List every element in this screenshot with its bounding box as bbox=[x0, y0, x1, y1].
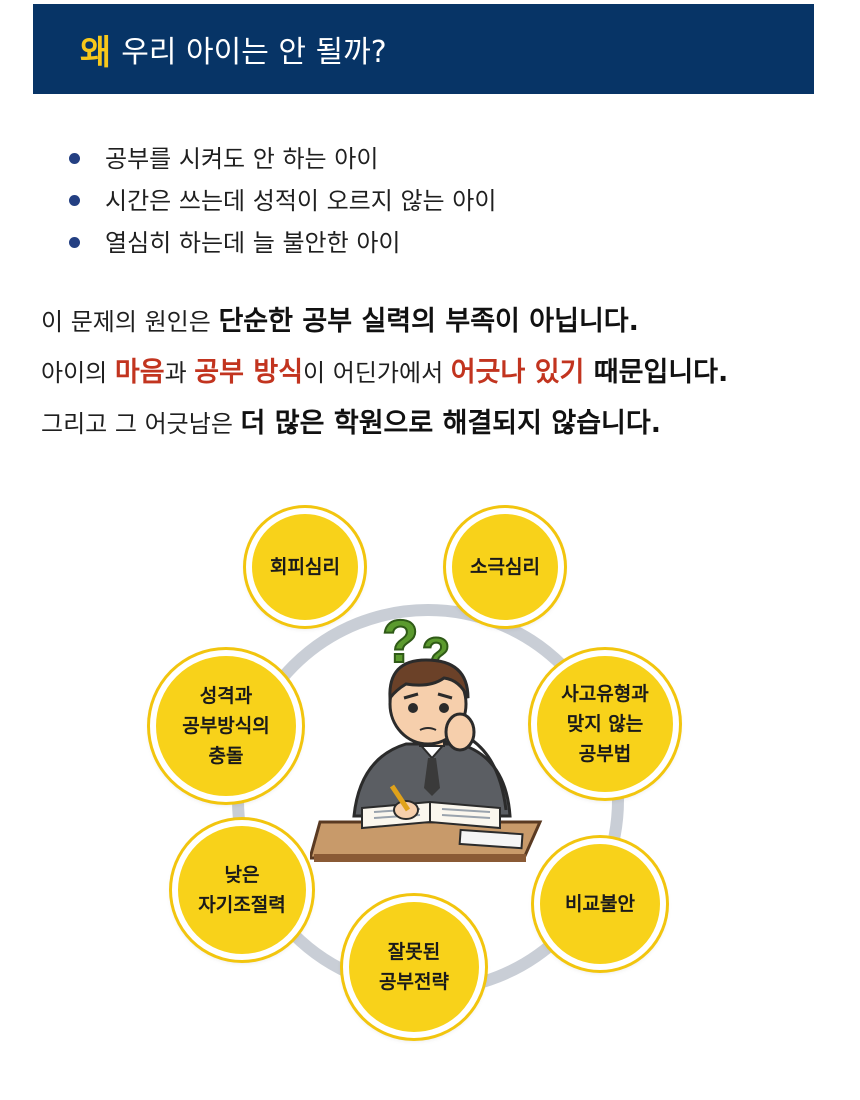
banner-title: 왜 우리 아이는 안 될까? bbox=[80, 25, 387, 73]
emphasis-text: 단순한 공부 실력의 부족이 아닙니다. bbox=[218, 306, 639, 337]
paragraph-line-1: 이 문제의 원인은 단순한 공부 실력의 부족이 아닙니다. bbox=[41, 296, 728, 347]
list-item-text: 시간은 쓰는데 성적이 오르지 않는 아이 bbox=[105, 187, 497, 215]
node-label: 성격과 공부방식의 충돌 bbox=[182, 685, 270, 767]
paragraph-line-2: 아이의 마음과 공부 방식이 어딘가에서 어긋나 있기 때문입니다. bbox=[41, 347, 728, 398]
emphasis-text: 더 많은 학원으로 해결되지 않습니다. bbox=[240, 408, 661, 439]
cause-node: 비교불안 bbox=[534, 838, 666, 970]
banner-title-text: 우리 아이는 안 될까? bbox=[121, 35, 387, 70]
cause-node: 회피심리 bbox=[246, 508, 364, 626]
student-confused-icon: ? ? bbox=[310, 607, 543, 862]
text-run: 그리고 그 어긋남은 bbox=[41, 410, 241, 438]
bullet-icon bbox=[69, 195, 80, 206]
node-label: 잘못된 공부전략 bbox=[379, 941, 449, 993]
cause-node: 성격과 공부방식의 충돌 bbox=[150, 650, 302, 802]
text-run: 이 어딘가에서 bbox=[303, 359, 451, 387]
highlight-text: 마음 bbox=[114, 357, 165, 388]
symptom-list: 공부를 시켜도 안 하는 아이 시간은 쓰는데 성적이 오르지 않는 아이 열심… bbox=[69, 138, 496, 264]
node-label: 낮은 자기조절력 bbox=[198, 864, 286, 916]
node-label: 비교불안 bbox=[565, 893, 635, 915]
cause-node: 사고유형과 맞지 않는 공부법 bbox=[531, 650, 679, 798]
list-item: 공부를 시켜도 안 하는 아이 bbox=[69, 138, 496, 180]
bullet-icon bbox=[69, 237, 80, 248]
cause-node: 잘못된 공부전략 bbox=[343, 896, 485, 1038]
list-item: 열심히 하는데 늘 불안한 아이 bbox=[69, 222, 496, 264]
list-item-text: 열심히 하는데 늘 불안한 아이 bbox=[105, 229, 401, 257]
text-run: 이 문제의 원인은 bbox=[41, 308, 219, 336]
node-label: 소극심리 bbox=[470, 556, 540, 578]
emphasis-text: 때문입니다. bbox=[584, 357, 729, 388]
highlight-text: 어긋나 있기 bbox=[450, 357, 585, 388]
text-run: 아이의 bbox=[41, 359, 115, 387]
node-label: 사고유형과 맞지 않는 공부법 bbox=[561, 683, 649, 765]
highlight-text: 공부 방식 bbox=[194, 357, 304, 388]
bullet-icon bbox=[69, 153, 80, 164]
cause-node: 낮은 자기조절력 bbox=[172, 820, 312, 960]
cause-paragraph: 이 문제의 원인은 단순한 공부 실력의 부족이 아닙니다. 아이의 마음과 공… bbox=[41, 296, 728, 449]
text-run: 과 bbox=[164, 359, 195, 387]
cause-diagram: ? ? bbox=[0, 490, 860, 1050]
node-label: 회피심리 bbox=[270, 556, 340, 578]
banner-accent-word: 왜 bbox=[80, 32, 112, 73]
header-banner: 왜 우리 아이는 안 될까? bbox=[33, 4, 814, 94]
paragraph-line-3: 그리고 그 어긋남은 더 많은 학원으로 해결되지 않습니다. bbox=[41, 398, 728, 449]
list-item-text: 공부를 시켜도 안 하는 아이 bbox=[105, 145, 379, 173]
cause-node: 소극심리 bbox=[446, 508, 564, 626]
list-item: 시간은 쓰는데 성적이 오르지 않는 아이 bbox=[69, 180, 496, 222]
